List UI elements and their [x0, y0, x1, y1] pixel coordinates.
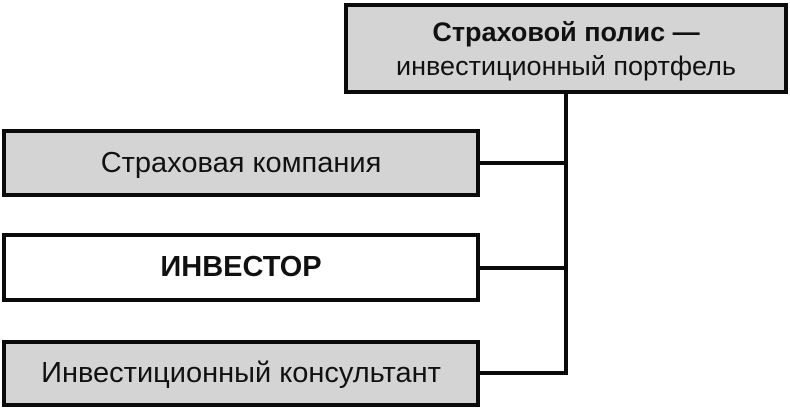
node-investor-label: ИНВЕСТОР — [160, 251, 322, 283]
root-node-insurance-policy: Страховой полис — инвестиционный портфел… — [344, 3, 788, 94]
connector-investment-consultant — [480, 371, 568, 375]
root-node-label-line2: инвестиционный портфель — [396, 50, 736, 81]
connector-trunk-vertical — [564, 93, 568, 375]
connector-investor — [480, 266, 568, 270]
root-node-label-line1: Страховой полис — — [432, 16, 700, 47]
root-node-label: Страховой полис — инвестиционный портфел… — [396, 15, 736, 83]
node-investor: ИНВЕСТОР — [2, 233, 480, 302]
node-insurance-company: Страховая компания — [2, 129, 480, 197]
connector-insurance-company — [480, 161, 568, 165]
node-investment-consultant-label: Инвестиционный консультант — [41, 357, 441, 389]
node-insurance-company-label: Страховая компания — [100, 146, 382, 179]
node-investment-consultant: Инвестиционный консультант — [2, 340, 480, 407]
